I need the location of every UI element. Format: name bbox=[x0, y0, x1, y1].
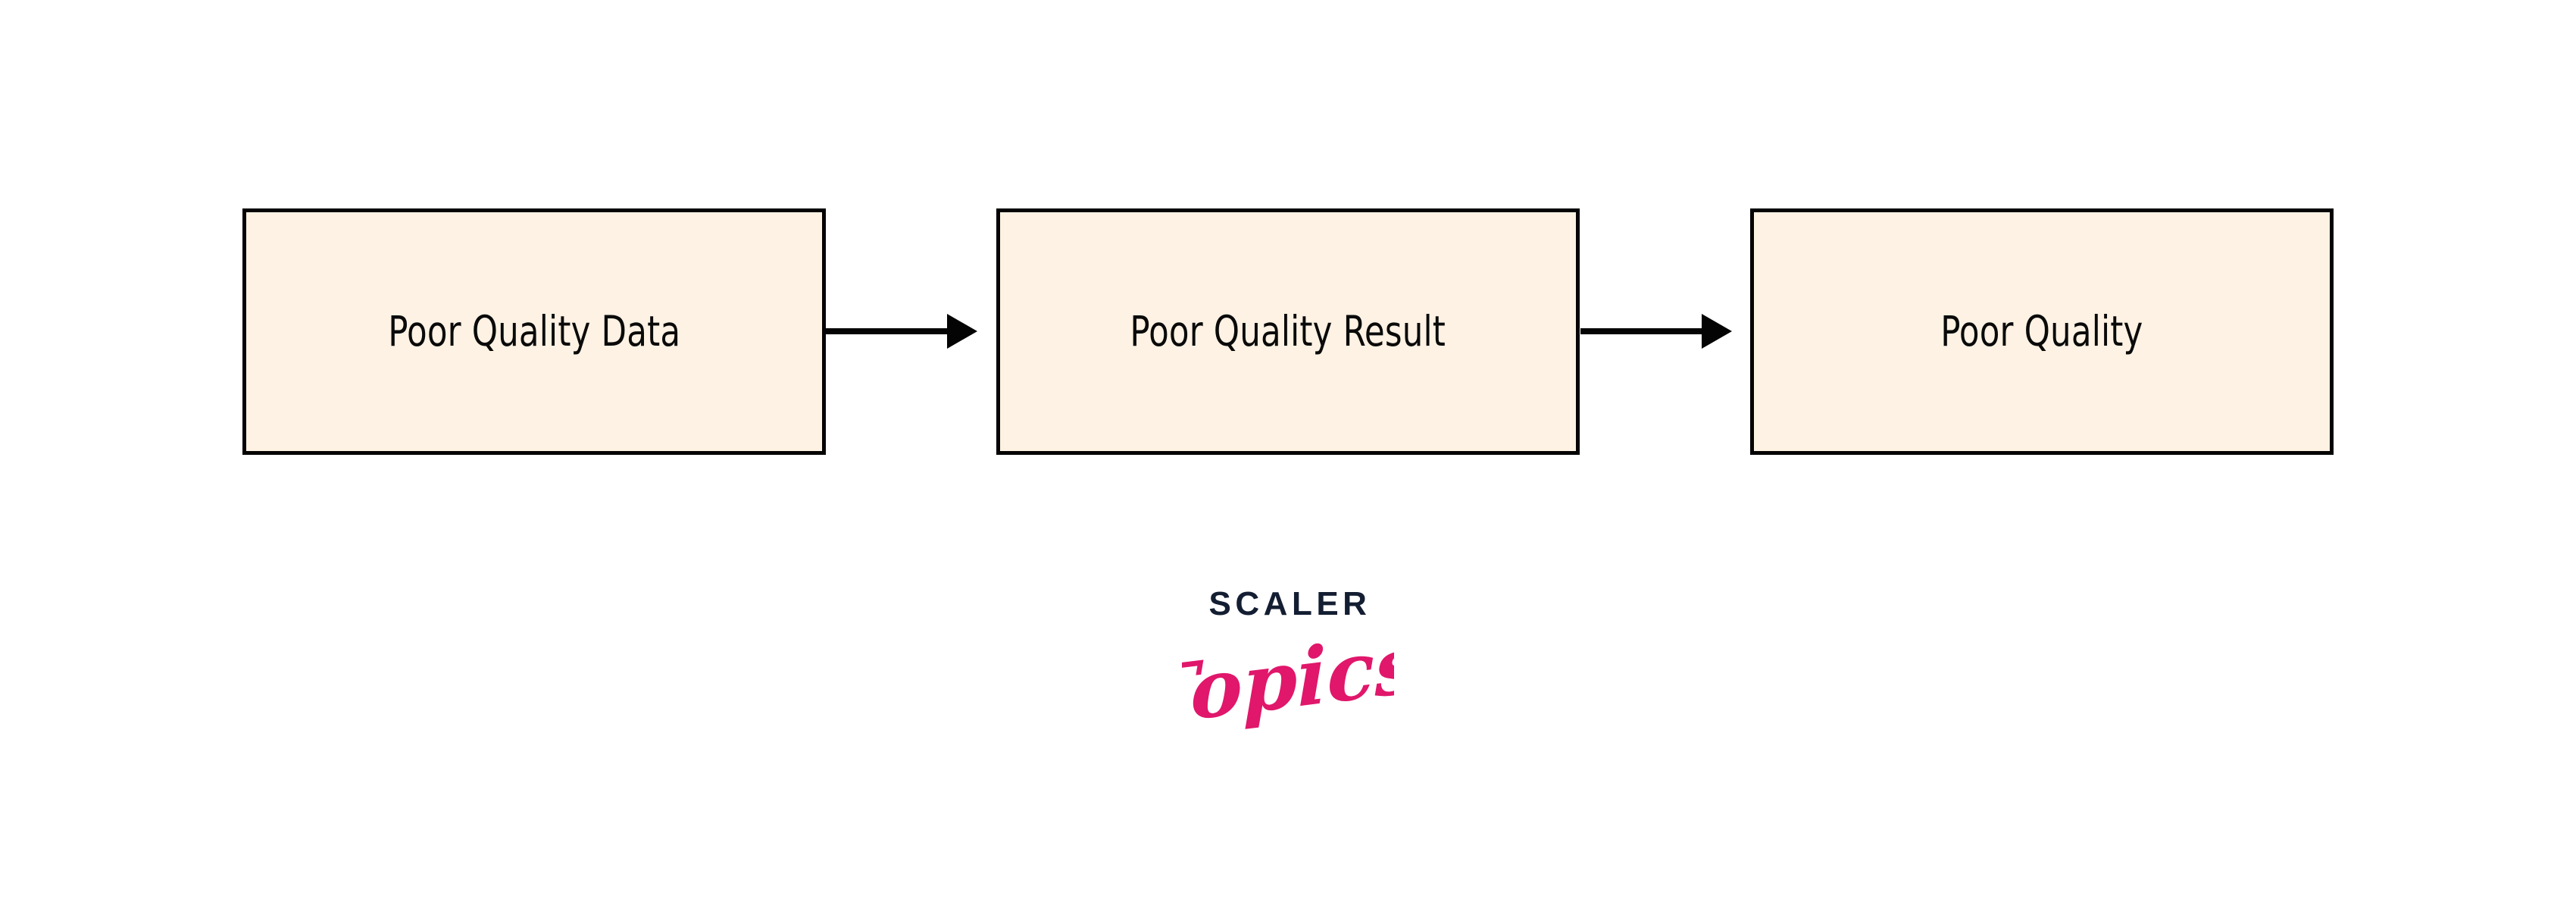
topics-script-text: Topics bbox=[1182, 622, 1394, 736]
scaler-topics-logo: SCALER Topics bbox=[1167, 587, 1409, 758]
flow-node-poor-quality-data: Poor Quality Data bbox=[242, 208, 826, 455]
flow-node-label: Poor Quality bbox=[1940, 307, 2143, 356]
flow-arrow-1 bbox=[826, 307, 999, 356]
flow-node-label: Poor Quality Data bbox=[388, 307, 680, 356]
scaler-wordmark: SCALER bbox=[1208, 585, 1371, 622]
flow-node-poor-quality: Poor Quality bbox=[1750, 208, 2334, 455]
flow-node-poor-quality-result: Poor Quality Result bbox=[996, 208, 1580, 455]
flow-arrow-2 bbox=[1580, 307, 1753, 356]
flow-node-label: Poor Quality Result bbox=[1130, 307, 1446, 356]
topics-script-icon: Topics bbox=[1182, 622, 1394, 736]
